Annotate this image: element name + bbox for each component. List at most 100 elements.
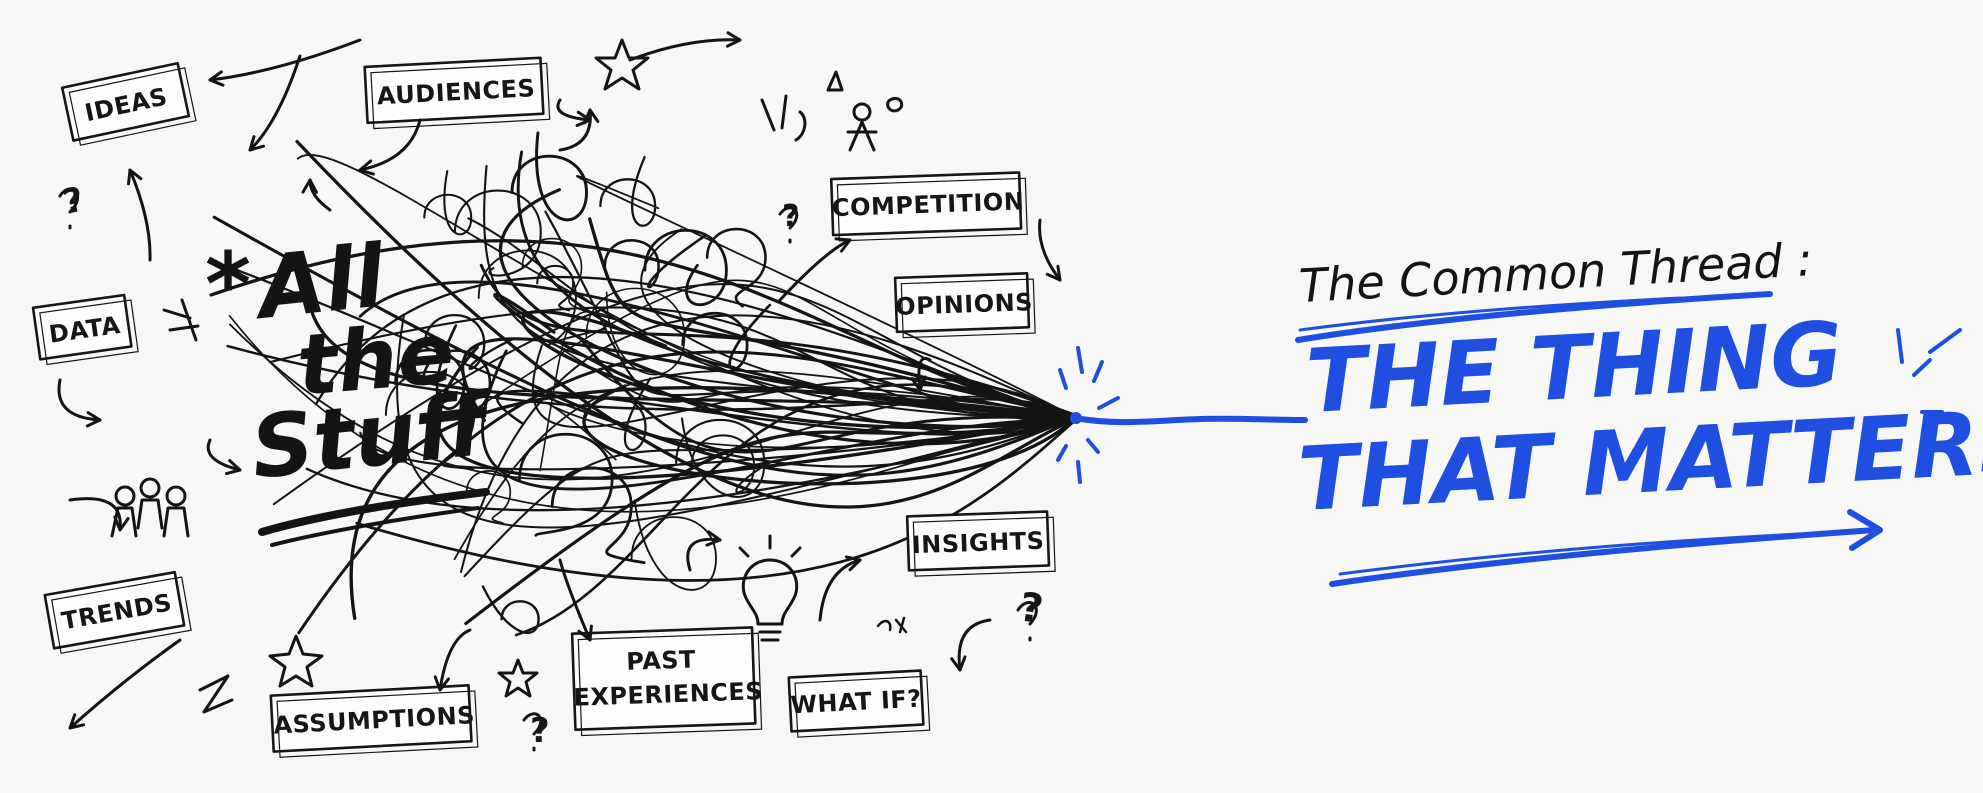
the-thing-that-matters: THE THING THAT MATTERS. bbox=[1296, 302, 1983, 531]
label-what-if: WHAT IF? bbox=[787, 669, 931, 738]
thread-strand bbox=[576, 334, 1078, 454]
label-insights: INSIGHTS bbox=[905, 510, 1056, 577]
thread-strand bbox=[464, 418, 1078, 626]
common-thread-heading: The Common Thread : bbox=[1298, 232, 1814, 313]
scribble-loop bbox=[384, 371, 476, 470]
svg-text:PAST: PAST bbox=[626, 645, 697, 675]
question-mark: ? bbox=[782, 199, 800, 234]
headline-asterisk: * bbox=[205, 233, 251, 336]
emphasis-arrow-underline bbox=[1329, 509, 1883, 587]
thread-strand bbox=[493, 292, 1078, 446]
headline-line-2: the bbox=[293, 304, 458, 415]
arrow-icon bbox=[68, 497, 130, 532]
arrow-icon bbox=[778, 237, 852, 302]
person-icon bbox=[846, 102, 878, 152]
thread-strand bbox=[453, 369, 1077, 561]
question-mark: ? bbox=[530, 711, 550, 751]
thread-strand bbox=[588, 217, 1078, 423]
label-past-experiences: PAST EXPERIENCES bbox=[570, 626, 764, 737]
thread-strand bbox=[272, 283, 1078, 506]
scribble-loop bbox=[465, 470, 512, 524]
people-group-icon bbox=[110, 477, 190, 538]
label-data: DATA bbox=[31, 293, 139, 366]
thread-strand bbox=[498, 188, 1078, 429]
arrow-icon bbox=[1038, 218, 1062, 282]
thread-strand bbox=[306, 290, 1078, 420]
arrow-icon bbox=[57, 378, 102, 428]
arrow-icon bbox=[556, 98, 592, 127]
scribble-loop bbox=[599, 155, 657, 227]
arrow-icon bbox=[206, 438, 242, 476]
arrow-icon bbox=[686, 530, 722, 572]
arrow-icon bbox=[818, 555, 862, 622]
star-icon bbox=[268, 634, 324, 688]
svg-text:EXPERIENCES: EXPERIENCES bbox=[573, 677, 763, 712]
scribble-loop bbox=[643, 228, 728, 307]
scribble-loop bbox=[630, 499, 717, 591]
thread-strand bbox=[212, 215, 1078, 477]
scribble-loop bbox=[421, 349, 492, 421]
arrow-icon bbox=[433, 628, 472, 692]
heading-underline bbox=[1295, 291, 1773, 343]
scribble-loop bbox=[690, 434, 773, 494]
svg-text:COMPETITION: COMPETITION bbox=[831, 187, 1024, 222]
thread-strand bbox=[521, 309, 1078, 430]
thread-strand bbox=[355, 418, 1078, 582]
scribble-loop bbox=[681, 303, 772, 371]
scribble-loop bbox=[582, 377, 652, 451]
arrow-icon bbox=[558, 558, 593, 642]
spark-lines bbox=[1056, 328, 1962, 484]
star-icon bbox=[497, 658, 539, 698]
label-trends: TRENDS bbox=[43, 570, 192, 654]
decorative-squiggles bbox=[58, 70, 1038, 752]
thread-strand bbox=[305, 417, 1078, 512]
headline-underline bbox=[258, 488, 490, 536]
thread-strand bbox=[547, 402, 1077, 461]
arrow-icon bbox=[301, 178, 332, 212]
arrow-icon bbox=[68, 638, 182, 730]
scribble-loop bbox=[394, 324, 466, 410]
thread-strand bbox=[496, 389, 1078, 436]
scribble-loop bbox=[705, 227, 767, 308]
thread-strand bbox=[295, 139, 1078, 509]
label-ideas: IDEAS bbox=[60, 61, 197, 146]
scribble-loop bbox=[423, 170, 473, 236]
thread-strand bbox=[231, 267, 1078, 468]
thread-strand bbox=[467, 217, 1077, 420]
headline-all-the-stuff: * All the Stuff bbox=[205, 226, 499, 547]
svg-text:OPINIONS: OPINIONS bbox=[895, 288, 1034, 321]
headline-line-1: All bbox=[248, 226, 391, 339]
label-audiences: AUDIENCES bbox=[363, 56, 551, 130]
scribble-loop bbox=[481, 585, 540, 634]
question-mark: ? bbox=[60, 179, 88, 222]
scattered-arrows bbox=[57, 31, 1062, 730]
question-mark: ? bbox=[1017, 584, 1047, 633]
common-thread-line bbox=[1070, 412, 1308, 426]
thread-strand bbox=[297, 350, 1078, 635]
scribble-loop bbox=[675, 417, 766, 498]
label-assumptions: ASSUMPTIONS bbox=[269, 684, 479, 758]
scribble-loop bbox=[510, 131, 588, 222]
label-opinions: OPINIONS bbox=[893, 271, 1036, 339]
svg-text:WHAT IF?: WHAT IF? bbox=[790, 685, 923, 720]
thread-strand bbox=[209, 239, 1078, 419]
lightbulb-icon bbox=[738, 534, 802, 642]
arrow-icon bbox=[208, 38, 362, 87]
headline-line-3: Stuff bbox=[247, 374, 499, 499]
thread-strand bbox=[514, 383, 1078, 637]
label-competition: COMPETITION bbox=[829, 171, 1028, 242]
arrow-icon bbox=[358, 118, 422, 176]
scribble-loop bbox=[603, 234, 707, 289]
svg-text:INSIGHTS: INSIGHTS bbox=[911, 527, 1045, 560]
scribble-loop bbox=[585, 287, 686, 376]
star-icon bbox=[594, 38, 650, 91]
arrow-icon bbox=[248, 54, 302, 152]
arrow-icon bbox=[628, 31, 742, 62]
arrow-icon bbox=[127, 168, 152, 262]
scribble-loop bbox=[550, 466, 646, 565]
scribble-loop bbox=[453, 189, 542, 277]
thread-strand bbox=[268, 306, 1078, 421]
svg-text:The Common Thread :: The Common Thread : bbox=[1298, 232, 1814, 313]
